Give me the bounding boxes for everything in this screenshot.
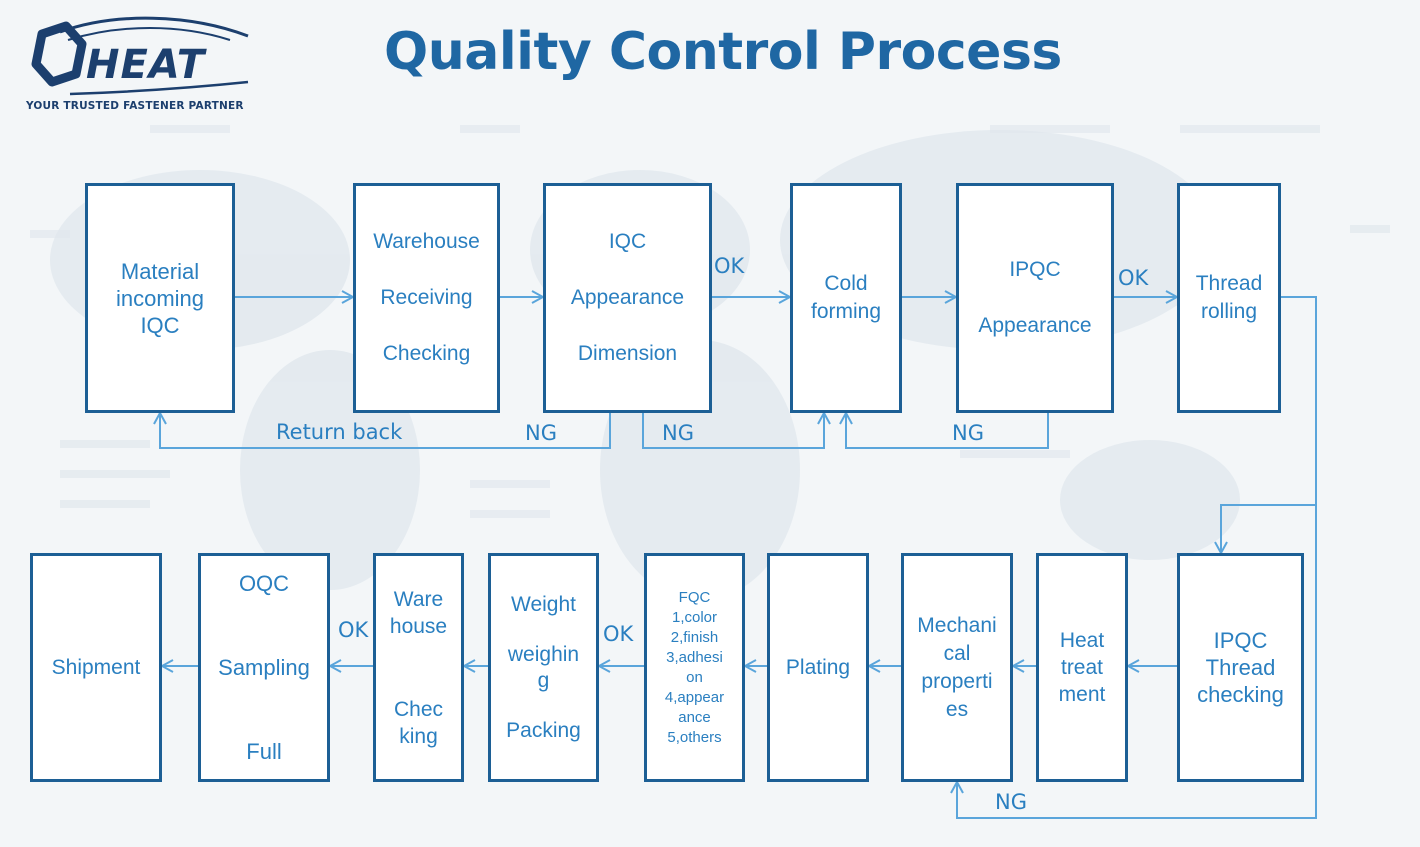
node-text: IPQC [1213,628,1268,653]
node-text: Appearance [570,286,685,309]
label-ok-ipqc: OK [1118,266,1149,290]
logo-nut-icon [31,16,249,96]
node-text: cal [943,641,971,665]
node-text: 2,finish [670,628,719,646]
label-ng-mechanical: NG [995,790,1027,814]
node-text: Warehouse [373,230,480,253]
arrow-return-back [160,413,611,449]
node-text: weighin [507,642,580,666]
label-return-back: Return back [276,420,403,444]
node-text: Ware [393,587,444,611]
node-text: g [537,668,550,692]
node-weight-packing: Weight weighin g Packing [488,553,599,782]
node-text: Material [120,258,200,284]
node-warehouse-receiving: Warehouse Receiving Checking [353,183,500,413]
label-ok-fqc: OK [603,622,634,646]
node-text: Full [246,738,282,764]
node-text: Packing [506,718,581,742]
node-heat-treatment: Heat treat ment [1036,553,1128,782]
node-text: FQC [678,588,711,606]
label-ng-iqc-return: NG [525,421,557,445]
node-text: Sampling [218,654,310,680]
node-text: house [389,614,448,638]
node-material-incoming: Material incoming IQC [85,183,235,413]
node-text: IQC [140,312,180,338]
node-text: Heat [1059,629,1105,652]
logo-brand: HEAT [86,42,206,88]
node-text: ance [678,708,711,726]
node-text: 5,others [667,728,722,746]
node-text: Shipment [51,655,141,679]
node-text: IPQC [1009,258,1061,281]
node-ipqc-appearance: IPQC Appearance [956,183,1114,413]
node-oqc: OQC Sampling Full [198,553,330,782]
node-text: king [399,724,438,748]
label-ng-ipqc: NG [952,421,984,445]
node-text: on [686,668,703,686]
node-iqc: IQC Appearance Dimension [543,183,712,413]
node-text: Mechani [917,613,997,637]
node-text: 3,adhesi [666,648,723,666]
node-text: treat [1060,656,1104,679]
node-text: Cold [824,272,868,295]
label-ng-iqc-forward: NG [662,421,694,445]
node-text: properti [921,669,993,693]
node-cold-forming: Cold forming [790,183,902,413]
node-text: 1,color [671,608,718,626]
node-text: Weight [511,592,576,616]
node-text: 4,appear [664,688,725,706]
page-title: Quality Control Process [384,22,1062,82]
node-thread-rolling: Thread rolling [1177,183,1281,413]
label-ok-warehouse: OK [338,618,369,642]
node-text: Thread [1205,655,1276,680]
node-text: Plating [785,655,851,679]
node-text: Checking [382,342,471,365]
node-text: Chec [393,697,444,721]
node-text: Dimension [577,342,678,365]
node-text: rolling [1200,300,1258,323]
node-text: forming [810,300,882,323]
node-ipqc-thread-checking: IPQC Thread checking [1177,553,1304,782]
node-plating: Plating [767,553,869,782]
node-text: IQC [608,230,647,253]
logo-tagline: YOUR TRUSTED FASTENER PARTNER [26,100,244,112]
node-text: ment [1058,683,1106,706]
node-text: OQC [238,570,290,596]
node-text: Receiving [380,286,473,309]
node-shipment: Shipment [30,553,162,782]
company-logo: HEAT [20,14,260,114]
arrow-iqc-ng-to-cold-forming [642,413,824,449]
node-text: incoming [115,285,205,311]
node-text: es [945,697,969,721]
node-warehouse-checking: Ware house Chec king [373,553,464,782]
label-ok-iqc: OK [714,254,745,278]
node-text: Thread [1195,272,1263,295]
node-text: checking [1197,682,1284,707]
arrow-ipqc-ng-to-cold-forming [846,413,1049,449]
node-mechanical-properties: Mechani cal properti es [901,553,1013,782]
node-text: Appearance [978,314,1092,337]
node-fqc: FQC 1,color 2,finish 3,adhesi on 4,appea… [644,553,745,782]
arrow-ng-to-mechanical [957,505,1317,819]
